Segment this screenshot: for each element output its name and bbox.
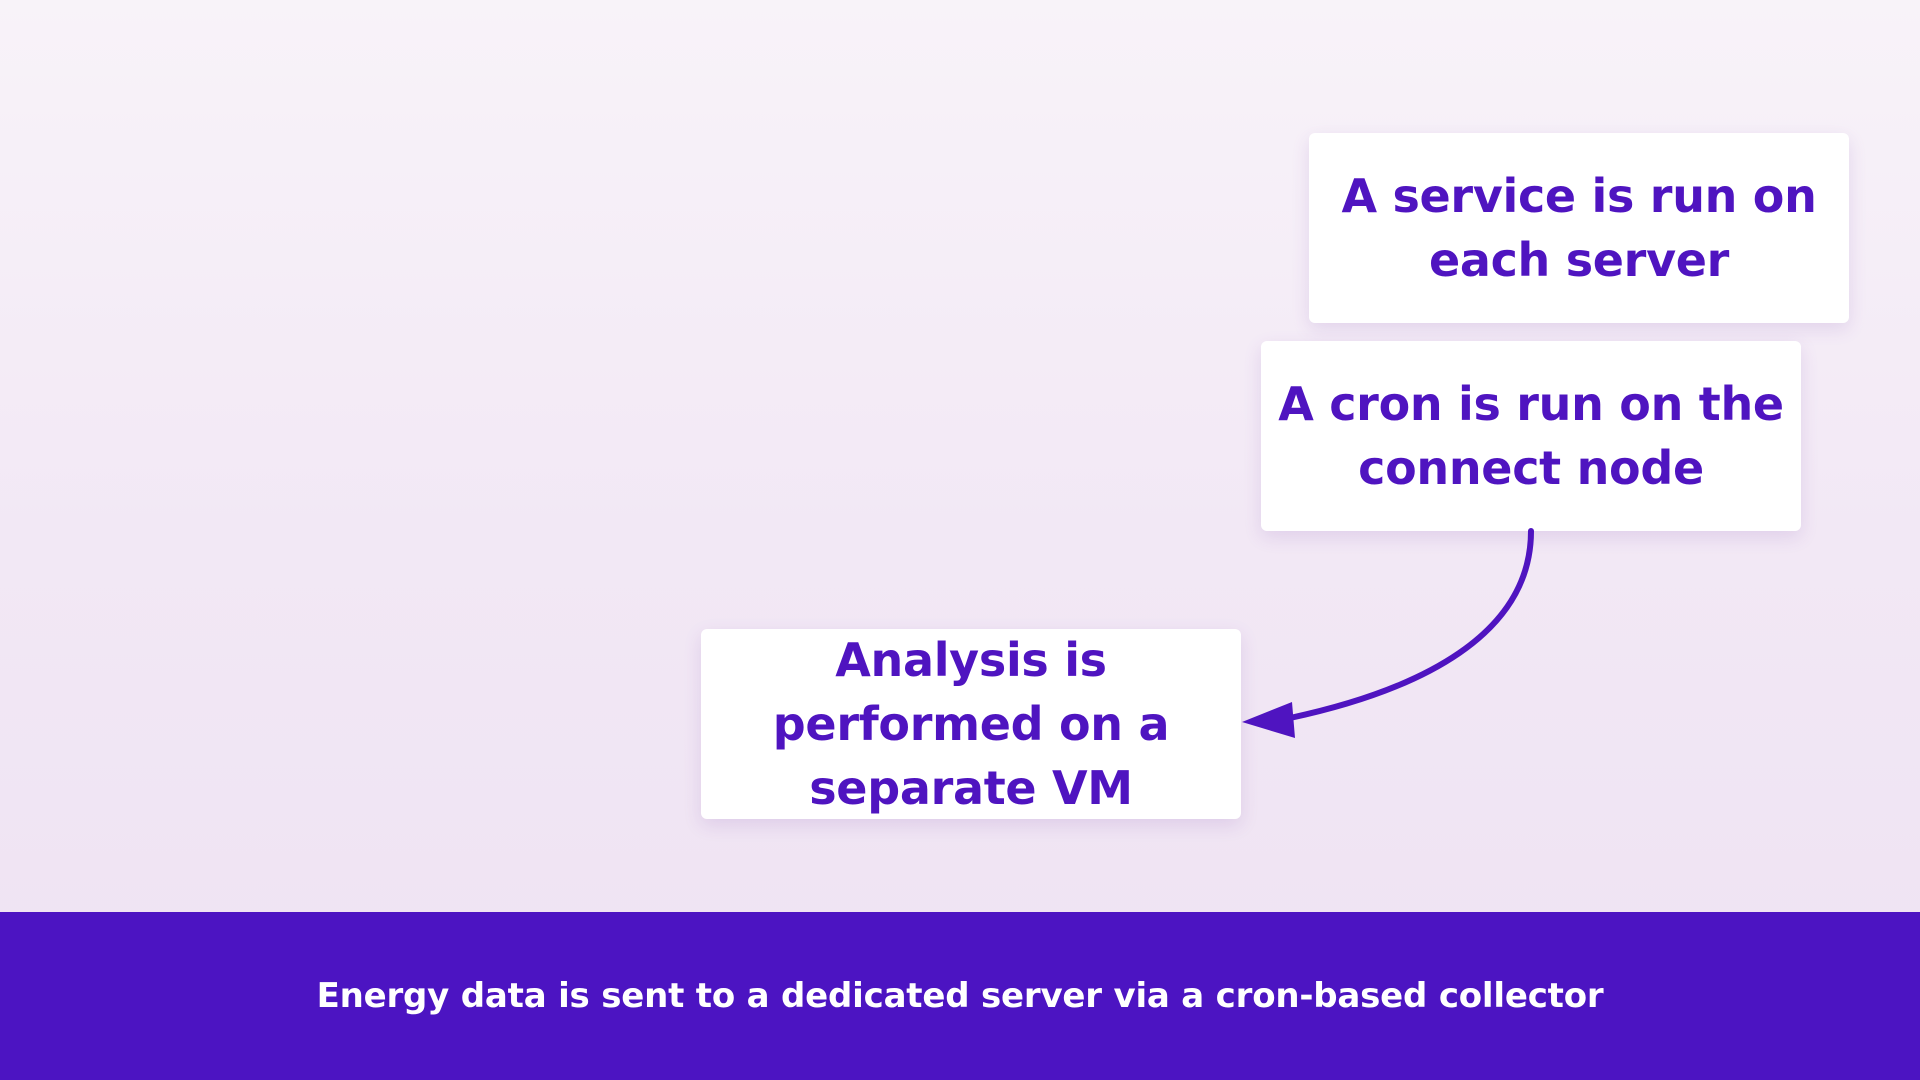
cron-box-label: A cron is run on the connect node [1278, 377, 1784, 495]
service-box-label: A service is run on each server [1341, 169, 1817, 287]
analysis-box-label: Analysis is performed on a separate VM [772, 633, 1170, 815]
connector-arrow-head [1242, 702, 1295, 738]
service-box: A service is run on each server [1309, 133, 1849, 323]
cron-box: A cron is run on the connect node [1261, 341, 1801, 531]
diagram-canvas: A service is run on each server A cron i… [701, 133, 1849, 819]
analysis-box: Analysis is performed on a separate VM [701, 629, 1241, 819]
caption-text: Energy data is sent to a dedicated serve… [316, 976, 1604, 1016]
caption-bar: Energy data is sent to a dedicated serve… [0, 912, 1920, 1080]
connector-arrow-line [1287, 528, 1534, 721]
